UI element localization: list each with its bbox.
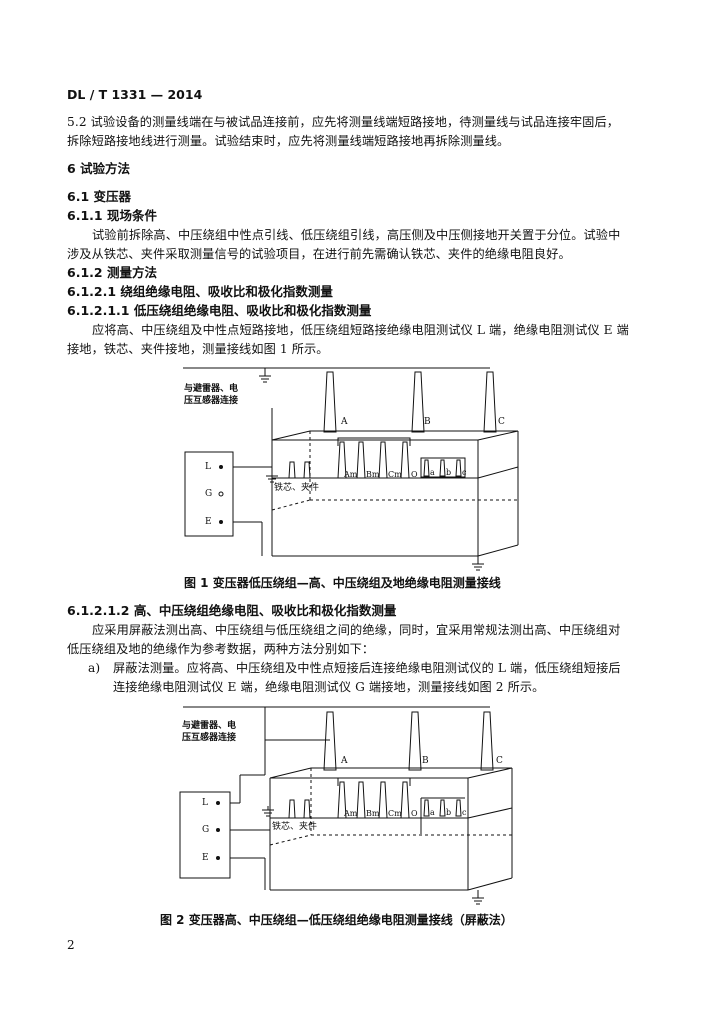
- figure-2-core-label: 铁芯、夹件: [272, 822, 318, 832]
- section-6-1-2-1-1-title: 6.1.2.1.1 低压绕组绝缘电阻、吸收比和极化指数测量: [67, 303, 372, 318]
- doc-code-header: DL / T 1331 — 2014: [67, 87, 203, 102]
- section-5-2-line-1: 5.2 试验设备的测量线端在与被试品连接前，应先将测量线端短路接地，待测量线与试…: [67, 115, 620, 129]
- figure-1-label-c: c: [462, 468, 467, 477]
- figure-1-label-b: b: [446, 468, 452, 477]
- figure-2-label-am: Am: [344, 809, 358, 818]
- figure-1-terminal-l: L: [205, 462, 211, 472]
- item-a-marker: a): [88, 661, 101, 675]
- section-6-1-1-title: 6.1.1 现场条件: [67, 208, 157, 223]
- section-6-1-2-1-title: 6.1.2.1 绕组绝缘电阻、吸收比和极化指数测量: [67, 284, 333, 299]
- figure-2-bushing-a: A: [341, 756, 348, 766]
- figure-2-terminal-l: L: [202, 798, 208, 808]
- section-6-1-2-1-2-line-1: 应采用屏蔽法测出高、中压绕组与低压绕组之间的绝缘，同时，宜采用常规法测出高、中压…: [92, 623, 621, 637]
- section-6-1-2-1-2-line-2: 低压绕组及地的绝缘作为参考数据，两种方法分别如下：: [67, 642, 375, 656]
- figure-1-core-label: 铁芯、夹件: [274, 483, 320, 493]
- figure-1-caption: 图 1 变压器低压绕组—高、中压绕组及地绝缘电阻测量接线: [184, 576, 501, 590]
- figure-1-label-a: a: [430, 468, 435, 477]
- page-number: 2: [67, 938, 75, 952]
- figure-1-bushing-a: A: [341, 417, 348, 427]
- section-6-1-1-line-2: 涉及从铁芯、夹件采取测量信号的试验项目，在进行前先需确认铁芯、夹件的绝缘电阻良好…: [67, 247, 571, 261]
- section-6-title: 6 试验方法: [67, 161, 131, 176]
- figure-2-bushing-b: B: [422, 756, 429, 766]
- figure-1-terminal-g: G: [205, 489, 213, 499]
- figure-2-bushing-c: C: [496, 756, 503, 766]
- figure-2-label-a: a: [430, 808, 435, 817]
- figure-2-caption: 图 2 变压器高、中压绕组—低压绕组绝缘电阻测量接线（屏蔽法）: [160, 913, 513, 927]
- section-6-1-1-line-1: 试验前拆除高、中压绕组中性点引线、低压绕组引线，高压侧及中压侧接地开关置于分位。…: [92, 228, 621, 242]
- section-6-1-2-1-1-line-1: 应将高、中压绕组及中性点短路接地，低压绕组短路接绝缘电阻测试仪 L 端，绝缘电阻…: [92, 323, 629, 337]
- section-6-1-2-title: 6.1.2 测量方法: [67, 265, 157, 280]
- item-a-line-2: 连接绝缘电阻测试仪 E 端，绝缘电阻测试仪 G 端接地，测量接线如图 2 所示。: [113, 680, 545, 694]
- section-6-1-title: 6.1 变压器: [67, 189, 131, 204]
- figure-2-label-o: O: [411, 809, 418, 818]
- item-a-line-1: 屏蔽法测量。应将高、中压绕组及中性点短接后连接绝缘电阻测试仪的 L 端，低压绕组…: [113, 661, 621, 675]
- figure-2-terminal-g: G: [202, 825, 210, 835]
- figure-1-label-am: Am: [344, 470, 358, 479]
- figure-1-bushing-b: B: [424, 417, 431, 427]
- figure-1-terminal-e: E: [205, 517, 212, 527]
- figure-1-bushing-c: C: [498, 417, 505, 427]
- figure-2-label-c: c: [462, 808, 467, 817]
- section-5-2-line-2: 拆除短路接地线进行测量。试验结束时，应先将测量线端短路接地再拆除测量线。: [67, 134, 510, 148]
- figure-1-arrester-label-1: 与避雷器、电: [184, 384, 239, 394]
- figure-2-arrester-label-2: 压互感器连接: [182, 733, 237, 743]
- figure-1-label-bm: Bm: [366, 470, 380, 479]
- figure-2-label-cm: Cm: [388, 809, 402, 818]
- figure-2-label-bm: Bm: [366, 809, 380, 818]
- figure-1-label-o: O: [411, 470, 418, 479]
- section-6-1-2-1-1-line-2: 接地，铁芯、夹件接地，测量接线如图 1 所示。: [67, 342, 329, 356]
- figure-2-terminal-e: E: [202, 853, 209, 863]
- section-6-1-2-1-2-title: 6.1.2.1.2 高、中压绕组绝缘电阻、吸收比和极化指数测量: [67, 603, 397, 618]
- figure-1-label-cm: Cm: [388, 470, 402, 479]
- figure-2-arrester-label-1: 与避雷器、电: [182, 721, 237, 731]
- figure-2-label-b: b: [446, 808, 452, 817]
- figure-1-arrester-label-2: 压互感器连接: [184, 396, 239, 406]
